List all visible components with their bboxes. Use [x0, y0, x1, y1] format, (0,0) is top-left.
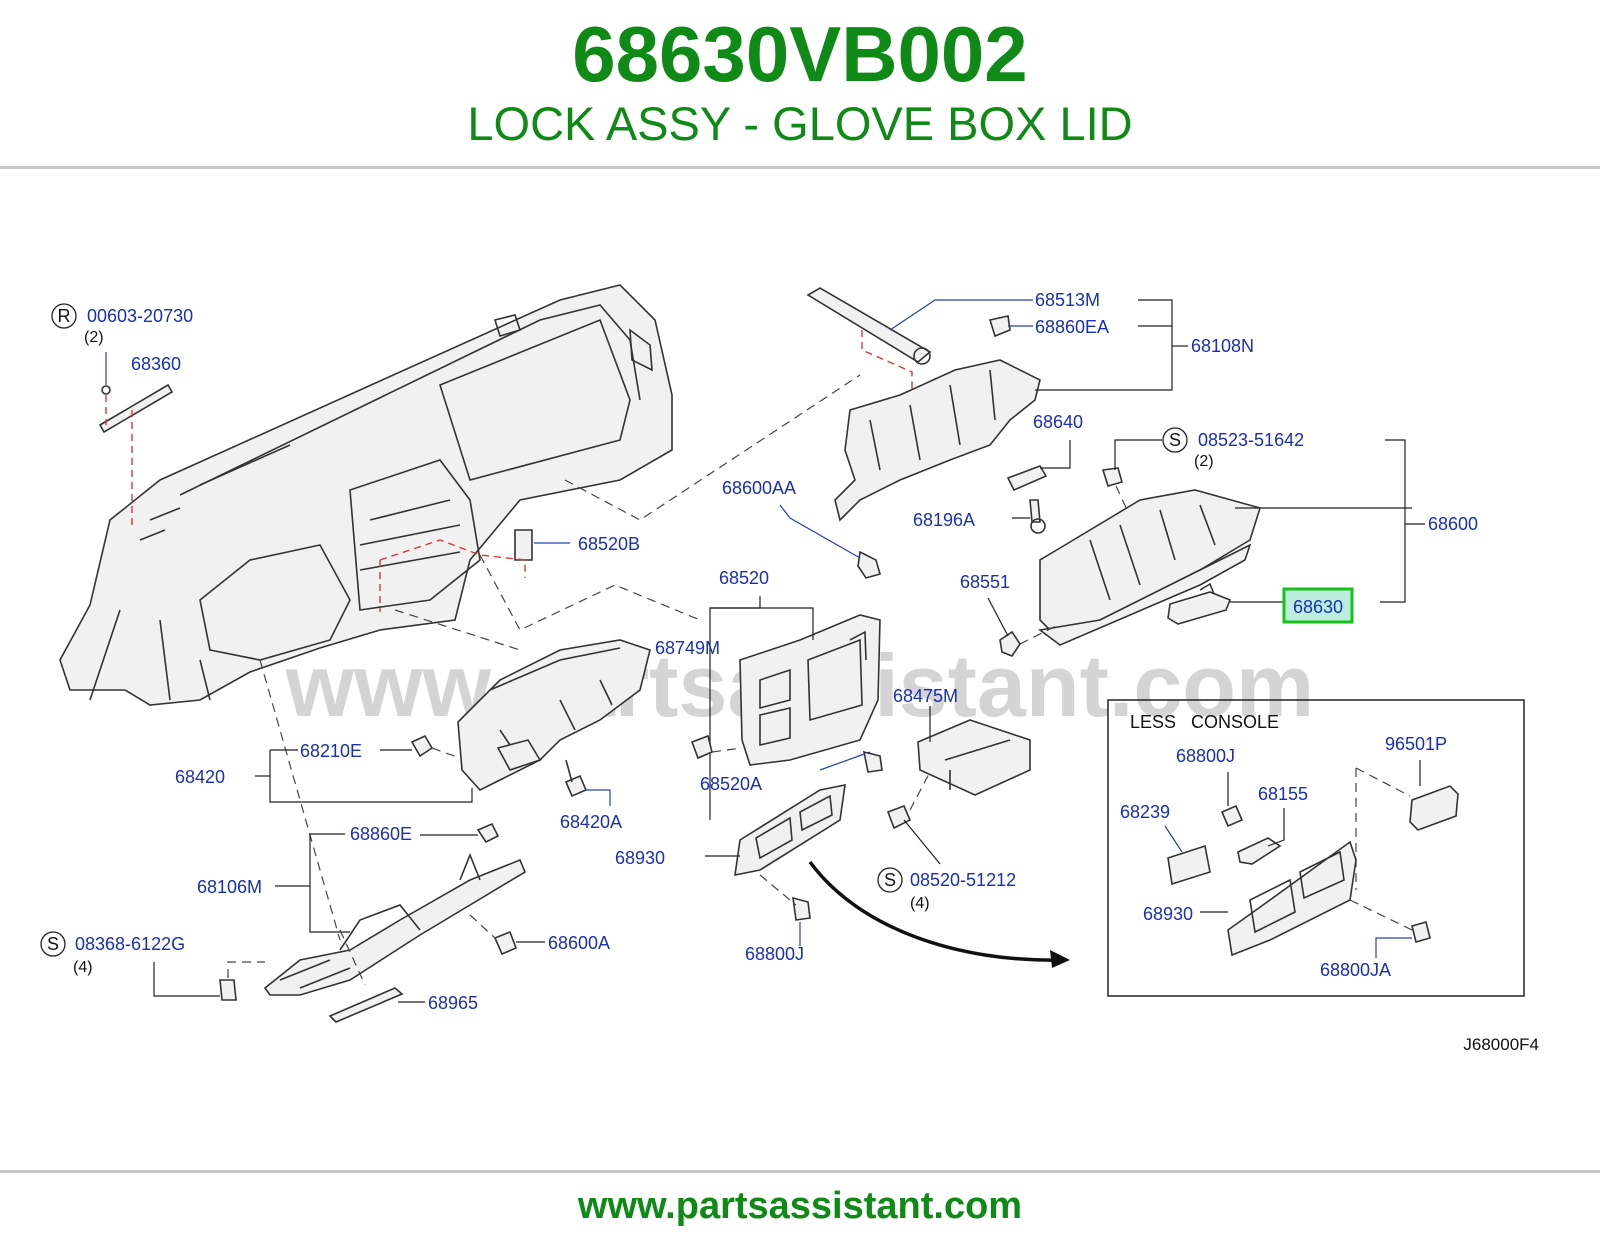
symbol-s-3: S: [47, 934, 59, 954]
clip-68749m-sketch: [690, 734, 713, 760]
screw-68196a-sketch: [1029, 499, 1041, 523]
lock-68630-sketch: [1167, 591, 1232, 625]
label-68860ea[interactable]: 68860EA: [1035, 317, 1109, 337]
label-08523-51642[interactable]: 08523-51642: [1198, 430, 1304, 450]
inset-clip-68800j-sketch: [1220, 804, 1244, 828]
screw-08520-sketch: [886, 804, 912, 830]
screw-68600aa-sketch: [857, 550, 881, 579]
label-68520[interactable]: 68520: [719, 568, 769, 588]
dashboard-sketch: [59, 284, 673, 706]
label-68475m[interactable]: 68475M: [893, 686, 958, 706]
inset-title: LESS CONSOLE: [1130, 712, 1279, 732]
symbol-s-1: S: [1169, 430, 1181, 450]
diagram-code: J68000F4: [1463, 1035, 1539, 1054]
label-68600[interactable]: 68600: [1428, 514, 1478, 534]
screw-68520a-sketch: [862, 750, 883, 773]
label-68749m[interactable]: 68749M: [655, 638, 720, 658]
lower-panel-sketch: [263, 852, 527, 996]
clip-68640-sketch: [1006, 465, 1048, 492]
label-68108n[interactable]: 68108N: [1191, 336, 1254, 356]
upper-rail-sketch: [806, 287, 1041, 522]
label-inset-68800j[interactable]: 68800J: [1176, 746, 1235, 766]
symbol-s-2: S: [884, 870, 896, 890]
label-68360[interactable]: 68360: [131, 354, 181, 374]
pocket-68475m-sketch: [917, 719, 1031, 796]
screw-08368-sketch: [219, 979, 237, 1001]
screw-08523-sketch: [1101, 467, 1123, 487]
label-68210e[interactable]: 68210E: [300, 741, 362, 761]
bracket-68360-sketch: [98, 383, 174, 434]
label-68155[interactable]: 68155: [1258, 784, 1308, 804]
label-68420a[interactable]: 68420A: [560, 812, 622, 832]
label-inset-68930[interactable]: 68930: [1143, 904, 1193, 924]
screw-68800j-sketch: [792, 896, 811, 921]
qty-08520: (4): [910, 895, 930, 912]
center-bezel-sketch: [739, 614, 881, 766]
part-description: LOCK ASSY - GLOVE BOX LID: [467, 97, 1133, 150]
footer-divider: [0, 1170, 1600, 1173]
clip-68600a-sketch: [493, 930, 518, 956]
inset-panel-68930-sketch: [1227, 840, 1357, 957]
label-00603-20730[interactable]: 00603-20730: [87, 306, 193, 326]
arrow-to-inset: [808, 860, 1061, 962]
clip-68860e-sketch: [476, 822, 500, 844]
inset-frame: [1107, 699, 1525, 997]
label-68520b[interactable]: 68520B: [578, 534, 640, 554]
label-68239[interactable]: 68239: [1120, 802, 1170, 822]
part-number-title: 68630VB002: [572, 10, 1028, 98]
label-68640[interactable]: 68640: [1033, 412, 1083, 432]
inset-lock-68155-sketch: [1237, 837, 1282, 865]
footer-url[interactable]: www.partsassistant.com: [577, 1185, 1023, 1227]
label-08520-51212[interactable]: 08520-51212: [910, 870, 1016, 890]
glove-box-sketch: [1038, 489, 1262, 646]
symbol-r: R: [58, 306, 71, 326]
inset-96501p-sketch: [1409, 785, 1459, 831]
panel-68930-sketch: [734, 783, 846, 877]
clip-68420a-sketch: [564, 774, 588, 798]
label-68106m[interactable]: 68106M: [197, 877, 262, 897]
inset-68239-sketch: [1167, 844, 1211, 886]
label-08368-6122g[interactable]: 08368-6122G: [75, 934, 185, 954]
label-68930[interactable]: 68930: [615, 848, 665, 868]
clip-68520b-sketch: [514, 529, 533, 561]
label-96501p[interactable]: 96501P: [1385, 734, 1447, 754]
label-68860e[interactable]: 68860E: [350, 824, 412, 844]
qty-00603: (2): [84, 329, 104, 346]
label-68551[interactable]: 68551: [960, 572, 1010, 592]
header-divider: [0, 166, 1600, 169]
label-68630[interactable]: 68630: [1293, 597, 1343, 617]
clip-68860ea-sketch: [988, 315, 1011, 338]
label-68600a[interactable]: 68600A: [548, 933, 610, 953]
qty-08523: (2): [1194, 453, 1214, 470]
clip-68551-sketch: [999, 630, 1021, 657]
label-68800j[interactable]: 68800J: [745, 944, 804, 964]
cluster-lid-sketch: [457, 639, 651, 791]
label-68196a[interactable]: 68196A: [913, 510, 975, 530]
inset-screw-68800ja-sketch: [1411, 921, 1431, 943]
highlight-box-68630: [1282, 587, 1354, 624]
trim-68965-sketch: [328, 987, 404, 1023]
label-68600aa[interactable]: 68600AA: [722, 478, 796, 498]
label-68965[interactable]: 68965: [428, 993, 478, 1013]
label-68520a[interactable]: 68520A: [700, 774, 762, 794]
clip-68210e-sketch: [410, 734, 434, 758]
label-68513m[interactable]: 68513M: [1035, 290, 1100, 310]
qty-08368: (4): [73, 959, 93, 976]
label-68800ja[interactable]: 68800JA: [1320, 960, 1391, 980]
label-68420[interactable]: 68420: [175, 767, 225, 787]
